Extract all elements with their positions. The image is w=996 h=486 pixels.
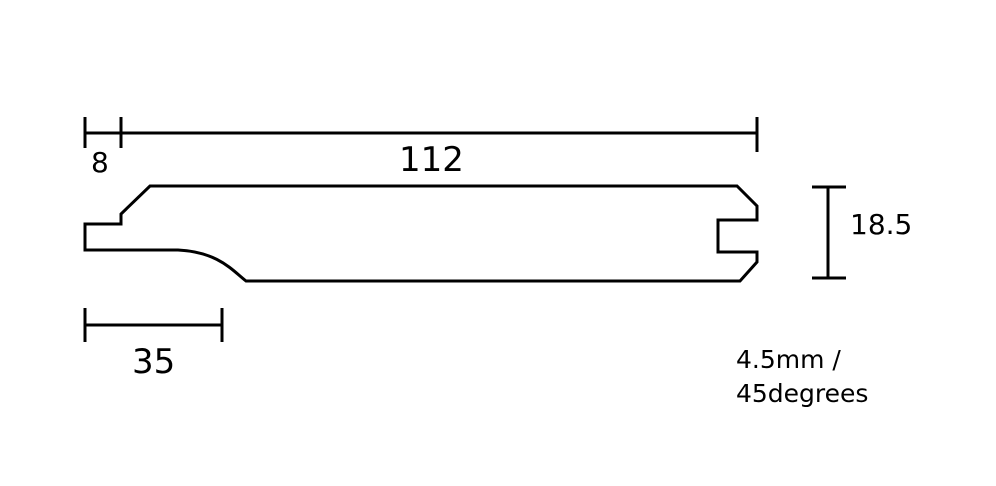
thickness-dimension: 18.5 [812, 185, 912, 280]
dim-label-depth: 35 [132, 342, 175, 382]
note-line-1: 4.5mm / [736, 345, 841, 374]
dim-label-thickness: 18.5 [850, 208, 912, 241]
depth-dimension: 35 [83, 308, 224, 382]
dim-label-8: 8 [91, 146, 109, 179]
chamfer-note: 4.5mm / 45degrees [736, 345, 868, 408]
dim-label-112: 112 [399, 140, 464, 180]
note-line-2: 45degrees [736, 379, 868, 408]
board-profile-outline [83, 184, 759, 283]
top-dimension: 8 112 [83, 117, 759, 180]
